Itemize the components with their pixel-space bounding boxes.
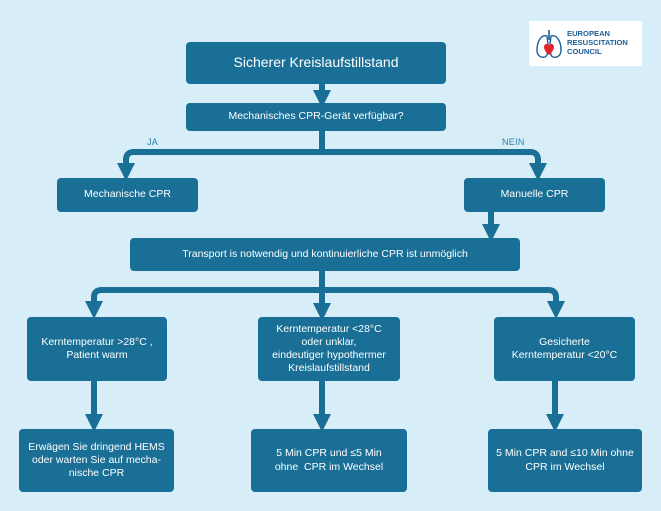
mechanical-cpr-box: Mechanische CPR <box>57 178 198 212</box>
branch-bar-top <box>117 149 547 181</box>
action-cold-line: 5 Min CPR and ≤10 Min ohne <box>496 447 634 460</box>
question-label: Mechanisches CPR-Gerät verfügbar? <box>228 110 404 123</box>
temp-unclear-line: Kreislaufstillstand <box>288 362 370 375</box>
temp-warm-line: Patient warm <box>66 349 128 361</box>
action-warm-box: Erwägen Sie dringend HEMS oder warten Si… <box>19 429 174 492</box>
action-cold-line: CPR im Wechsel <box>525 460 605 473</box>
action-unclear-line: 5 Min CPR und ≤5 Min <box>276 447 382 460</box>
action-warm-line: Erwägen Sie dringend HEMS <box>28 440 165 453</box>
temp-warm-box: Kerntemperatur >28°C , Patient warm <box>27 317 167 381</box>
temp-unclear-line: eindeutiger hypothermer <box>272 349 386 361</box>
temp-cold-box: Gesicherte Kerntemperatur <20°C <box>494 317 635 381</box>
action-warm-line: nische CPR <box>68 467 125 480</box>
manual-cpr-box: Manuelle CPR <box>464 178 605 212</box>
branch-label-no: NEIN <box>502 137 525 147</box>
transport-box: Transport is notwendig und kontinuierlic… <box>130 238 520 271</box>
logo-line: RESUSCITATION <box>567 38 628 48</box>
lungs-heart-icon <box>536 29 562 58</box>
start-label: Sicherer Kreislaufstillstand <box>233 54 399 71</box>
action-unclear-line: ohne CPR im Wechsel <box>274 460 384 473</box>
temp-cold-line: Gesicherte <box>539 335 590 348</box>
temp-cold-line: Kerntemperatur <20°C <box>511 349 618 361</box>
mechanical-cpr-label: Mechanische CPR <box>84 188 171 201</box>
action-cold-box: 5 Min CPR and ≤10 Min ohne CPR im Wechse… <box>488 429 642 492</box>
manual-cpr-label: Manuelle CPR <box>500 188 569 201</box>
action-unclear-box: 5 Min CPR und ≤5 Min ohne CPR im Wechsel <box>251 429 407 492</box>
temp-unclear-line: Kerntemperatur <28°C <box>276 322 382 335</box>
transport-label: Transport is notwendig und kontinuierlic… <box>182 247 468 260</box>
erc-logo: EUROPEAN RESUSCITATION COUNCIL <box>529 21 642 66</box>
question-box: Mechanisches CPR-Gerät verfügbar? <box>186 103 446 131</box>
temp-unclear-line: oder unklar, <box>301 335 357 348</box>
logo-wordmark: EUROPEAN RESUSCITATION COUNCIL <box>567 30 628 56</box>
branch-label-yes: JA <box>147 137 159 147</box>
logo-line: EUROPEAN <box>567 29 611 39</box>
action-warm-line: oder warten Sie auf mecha- <box>32 453 161 466</box>
temp-unclear-box: Kerntemperatur <28°C oder unklar, eindeu… <box>258 317 400 381</box>
logo-line: COUNCIL <box>567 46 602 56</box>
start-box: Sicherer Kreislaufstillstand <box>186 42 446 84</box>
temp-warm-line: Kerntemperatur >28°C , <box>41 335 153 348</box>
